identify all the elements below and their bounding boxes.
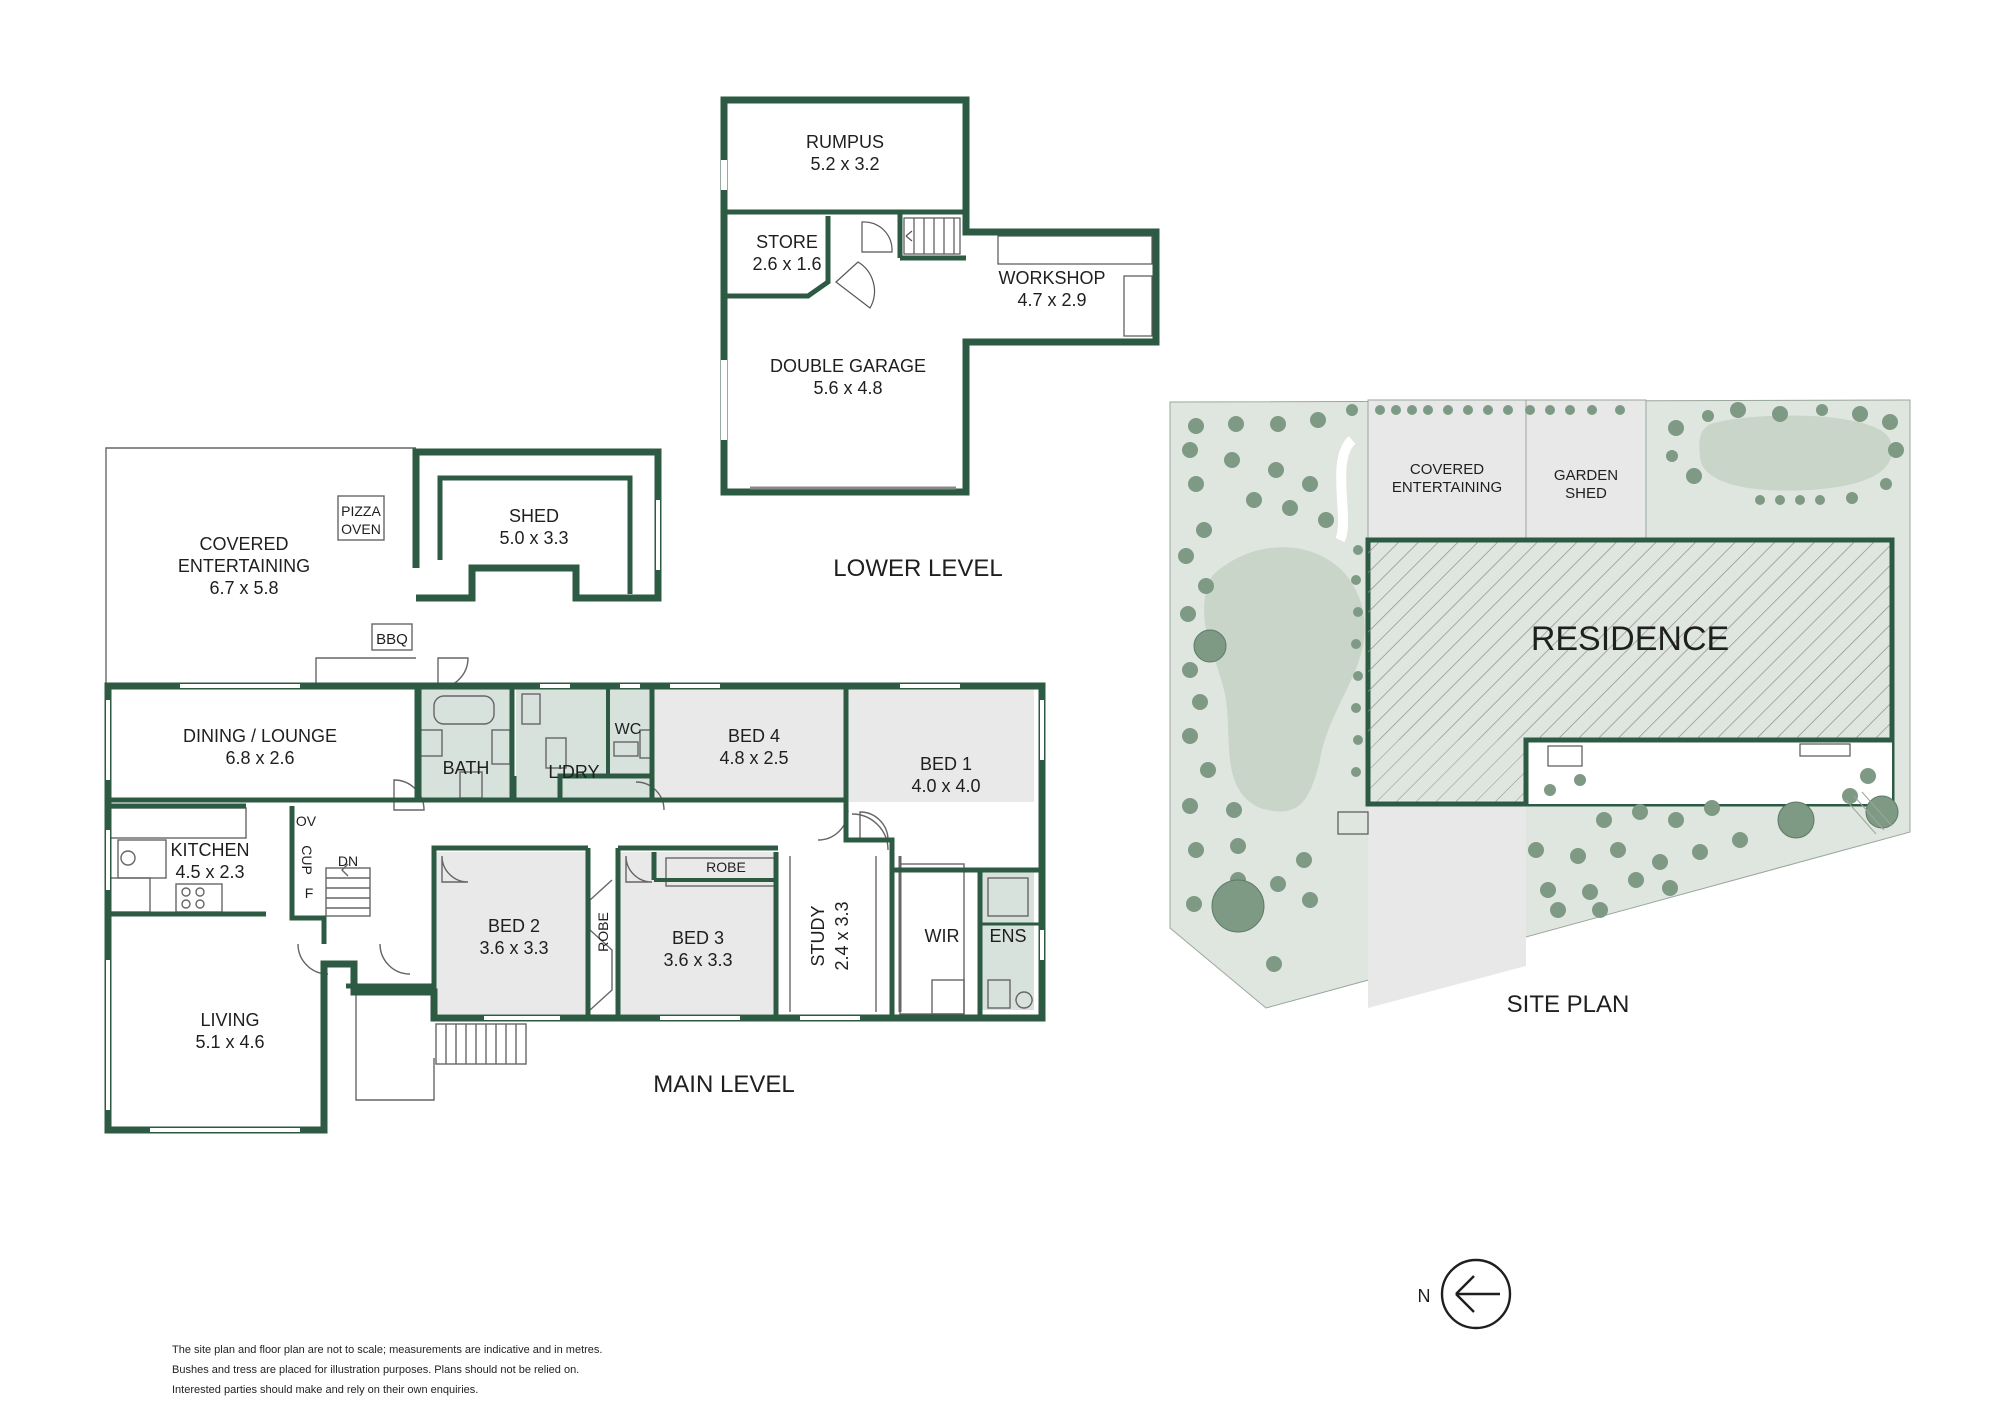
main-level-fills bbox=[418, 686, 1034, 1014]
main-level-thin-lines bbox=[105, 447, 1033, 1101]
cup-label: CUP bbox=[299, 845, 315, 875]
wir-label: WIR bbox=[925, 926, 960, 946]
disclaimer-line: The site plan and floor plan are not to … bbox=[172, 1344, 603, 1356]
disclaimer-line: Interested parties should make and rely … bbox=[172, 1384, 479, 1396]
garden-shed-label-1: GARDEN bbox=[1554, 467, 1618, 484]
double-garage-size: 5.6 x 4.8 bbox=[813, 378, 882, 398]
site-covered-entertaining-label-1: COVERED bbox=[1410, 461, 1484, 478]
store-size: 2.6 x 1.6 bbox=[752, 254, 821, 274]
dining-lounge-size: 6.8 x 2.6 bbox=[225, 748, 294, 768]
bed2-label: BED 2 bbox=[488, 916, 540, 936]
covered-entertaining-size: 6.7 x 5.8 bbox=[209, 578, 278, 598]
lower-level-labels: RUMPUS 5.2 x 3.2 STORE 2.6 x 1.6 WORKSHO… bbox=[752, 132, 1105, 582]
robe-label: ROBE bbox=[706, 859, 746, 875]
covered-entertaining-label-2: ENTERTAINING bbox=[178, 556, 310, 576]
f-label: F bbox=[305, 885, 314, 901]
north-arrow-icon bbox=[1455, 1275, 1500, 1313]
living-label: LIVING bbox=[200, 1010, 259, 1030]
garden-shed-label-2: SHED bbox=[1565, 485, 1607, 502]
compass-north-label: N bbox=[1418, 1286, 1431, 1306]
bed3-size: 3.6 x 3.3 bbox=[663, 950, 732, 970]
study-label: STUDY bbox=[808, 905, 828, 966]
site-plan-heading: SITE PLAN bbox=[1507, 991, 1630, 1018]
site-plan: RESIDENCE COVERED ENTERTAINING GARDEN SH… bbox=[1169, 399, 1911, 1018]
shed-size: 5.0 x 3.3 bbox=[499, 528, 568, 548]
bed1-label: BED 1 bbox=[920, 754, 972, 774]
disclaimer: The site plan and floor plan are not to … bbox=[172, 1340, 812, 1400]
workshop-size: 4.7 x 2.9 bbox=[1017, 290, 1086, 310]
lower-level-heading: LOWER LEVEL bbox=[833, 555, 1002, 582]
bed1-size: 4.0 x 4.0 bbox=[911, 776, 980, 796]
site-covered-entertaining-label-2: ENTERTAINING bbox=[1392, 479, 1502, 496]
laundry-label: L'DRY bbox=[548, 762, 599, 782]
ov-label: OV bbox=[296, 813, 317, 829]
wc-label: WC bbox=[615, 721, 642, 738]
store-label: STORE bbox=[756, 232, 818, 252]
main-level-windows bbox=[106, 500, 1044, 1132]
bed4-size: 4.8 x 2.5 bbox=[719, 748, 788, 768]
lower-level-details bbox=[721, 160, 1153, 490]
pizza-oven-label-2: OVEN bbox=[341, 521, 381, 537]
double-garage-label: DOUBLE GARAGE bbox=[770, 356, 926, 376]
compass: N bbox=[1418, 1258, 1512, 1330]
dn-label: DN bbox=[338, 853, 358, 869]
ens-label: ENS bbox=[989, 926, 1026, 946]
bed3-label: BED 3 bbox=[672, 928, 724, 948]
kitchen-size: 4.5 x 2.3 bbox=[175, 862, 244, 882]
compass-circle-icon bbox=[1440, 1258, 1512, 1330]
bbq-label: BBQ bbox=[376, 631, 408, 648]
residence-label: RESIDENCE bbox=[1531, 620, 1729, 658]
bed2-size: 3.6 x 3.3 bbox=[479, 938, 548, 958]
lower-level-plan bbox=[720, 96, 1160, 496]
rumpus-label: RUMPUS bbox=[806, 132, 884, 152]
dining-lounge-label: DINING / LOUNGE bbox=[183, 726, 337, 746]
kitchen-label: KITCHEN bbox=[170, 840, 249, 860]
robe-vertical-label: ROBE bbox=[595, 912, 611, 952]
study-size: 2.4 x 3.3 bbox=[832, 901, 852, 970]
main-level-heading: MAIN LEVEL bbox=[653, 1071, 794, 1098]
living-size: 5.1 x 4.6 bbox=[195, 1032, 264, 1052]
disclaimer-line: Bushes and tress are placed for illustra… bbox=[172, 1364, 580, 1376]
rumpus-size: 5.2 x 3.2 bbox=[810, 154, 879, 174]
covered-entertaining-label-1: COVERED bbox=[199, 534, 288, 554]
main-level-labels: COVERED ENTERTAINING 6.7 x 5.8 PIZZA OVE… bbox=[170, 503, 1026, 1098]
shed-label: SHED bbox=[509, 506, 559, 526]
workshop-label: WORKSHOP bbox=[998, 268, 1105, 288]
pizza-oven-label-1: PIZZA bbox=[341, 503, 381, 519]
bed4-label: BED 4 bbox=[728, 726, 780, 746]
bath-label: BATH bbox=[443, 758, 490, 778]
